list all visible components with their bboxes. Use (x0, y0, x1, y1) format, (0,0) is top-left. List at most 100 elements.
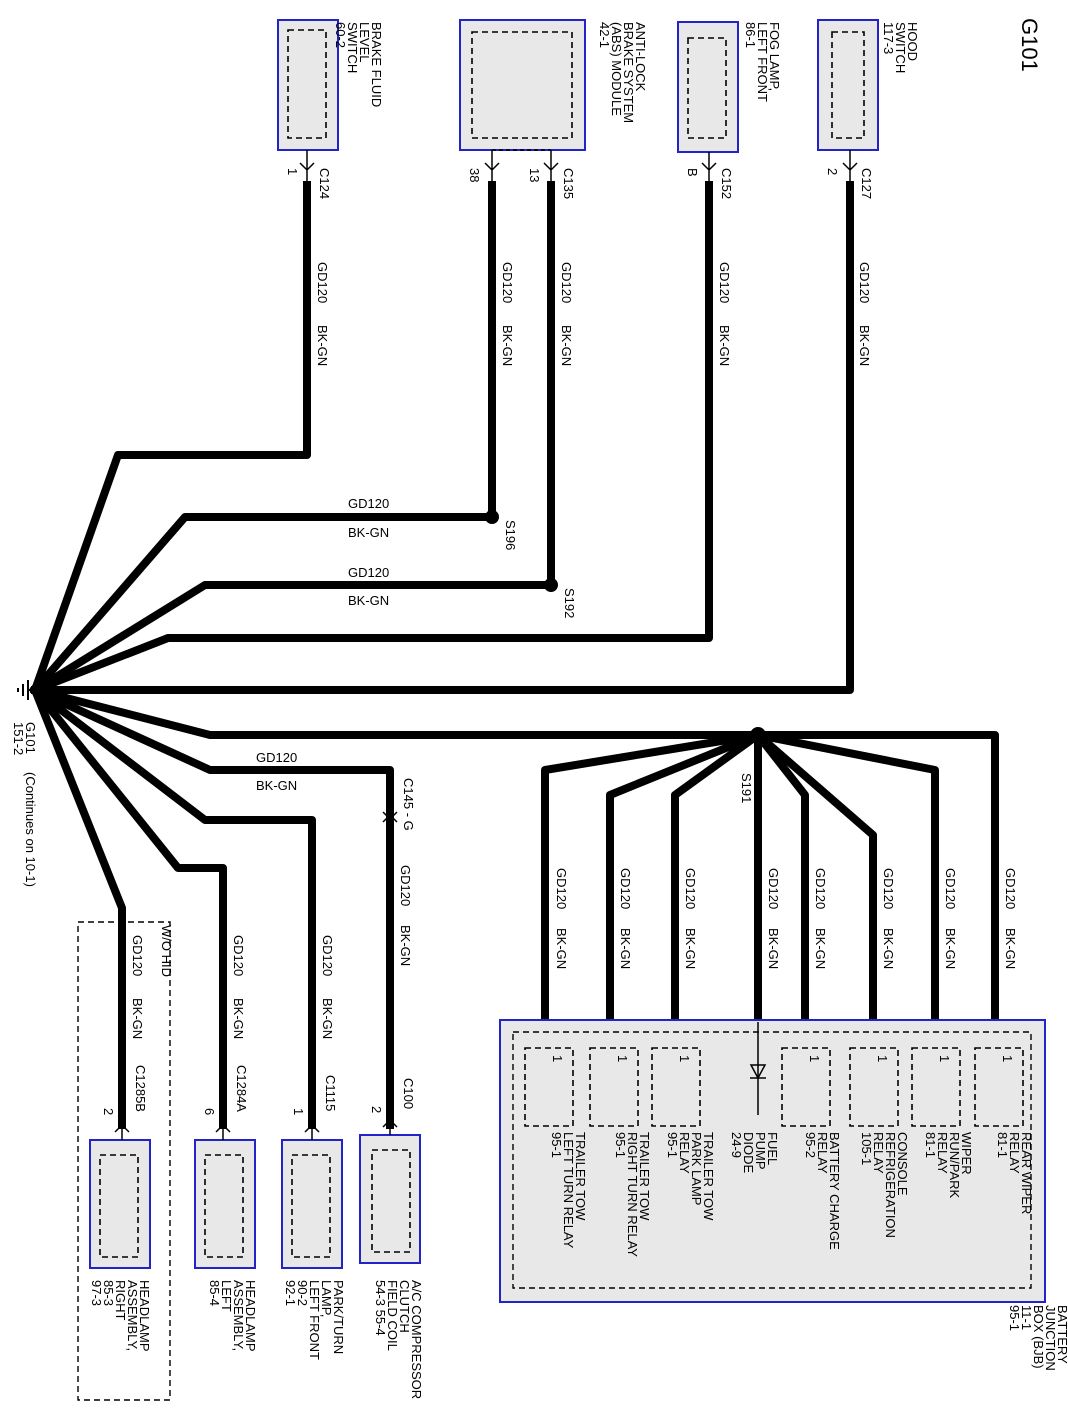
svg-text:95-1: 95-1 (613, 1132, 628, 1158)
bjb-wire-code-4: GD120 (766, 868, 781, 909)
svg-text:PUMP: PUMP (753, 1132, 768, 1170)
bjb-wire-color-7: BK-GN (943, 928, 958, 969)
bjb-wire-color-1: BK-GN (554, 928, 569, 969)
bjb-label-8: REAR WIPER RELAY 81-1 (995, 1132, 1034, 1214)
wire-bjb-6 (752, 729, 877, 1026)
bjb-pin-1: 1 (550, 1055, 565, 1062)
svg-text:BOX (BJB): BOX (BJB) (1031, 1305, 1046, 1369)
wire-label-color-2: BK-GN (500, 325, 515, 366)
bjb-wire-color-2: BK-GN (618, 928, 633, 969)
bjb-pin-2: 1 (615, 1055, 630, 1062)
ground-symbol (17, 680, 35, 700)
park-turn-lamp-box (281, 1139, 343, 1269)
ground-ref: 151-2 (11, 722, 26, 755)
wire-bjb-7 (753, 730, 939, 1026)
svg-text:95-1: 95-1 (549, 1132, 564, 1158)
svg-text:REFRIGERATION: REFRIGERATION (883, 1132, 898, 1238)
svg-text:JUNCTION: JUNCTION (1043, 1305, 1058, 1371)
connector-c1285b: C1285B (133, 1065, 148, 1112)
svg-text:117-3: 117-3 (881, 22, 896, 54)
label-brake-fluid: BRAKE FLUID LEVEL SWITCH 60-2 (333, 22, 384, 107)
wire-label-s196-code: GD120 (348, 496, 389, 511)
pin-c127: 2 (825, 168, 840, 175)
svg-text:(ABS) MODULE: (ABS) MODULE (609, 22, 624, 116)
wire-s191-trunk (30, 685, 762, 739)
labels: G101 BRAKE FLUID LEVEL SWITCH 60-2 ANTI-… (11, 18, 1068, 1399)
bjb-label-3: TRAILER TOW PARK LAMP RELAY 95-1 (665, 1132, 716, 1221)
fuel-pump-diode-icon (749, 1022, 767, 1115)
connector-c100: C100 (401, 1078, 416, 1109)
ground-note: (Continues on 10-1) (23, 772, 38, 887)
bjb-label-6: CONSOLE REFRIGERATION RELAY 105-1 (859, 1132, 910, 1238)
wires (29, 181, 999, 1129)
wire-label-code-1: GD120 (315, 262, 330, 303)
wire-bjb-1 (541, 730, 763, 1026)
bjb-relay-6 (849, 1047, 899, 1127)
svg-text:11-1: 11-1 (1019, 1305, 1034, 1330)
svg-text:86-1: 86-1 (743, 22, 758, 48)
wire-label-color-4: BK-GN (717, 325, 732, 366)
svg-text:FUEL: FUEL (765, 1132, 780, 1165)
svg-text:LAMP,: LAMP, (319, 1280, 334, 1317)
svg-text:RELAY: RELAY (871, 1132, 886, 1174)
svg-text:54-3 55-4: 54-3 55-4 (373, 1280, 388, 1336)
svg-text:LEFT FRONT: LEFT FRONT (307, 1280, 322, 1360)
wire-label-code-b2: GD120 (231, 935, 246, 976)
svg-text:SWITCH: SWITCH (893, 22, 908, 73)
top-components (277, 19, 879, 185)
splice-s191-dot (750, 727, 766, 743)
wire-label-color-3: BK-GN (559, 325, 574, 366)
svg-text:LEFT FRONT: LEFT FRONT (755, 22, 770, 102)
battery-junction-box (499, 1019, 1046, 1303)
bjb-wire-code-1: GD120 (554, 868, 569, 909)
svg-text:105-1: 105-1 (859, 1132, 874, 1165)
svg-text:FIELD COIL: FIELD COIL (385, 1280, 400, 1351)
wo-hid-option-box (77, 921, 171, 1401)
wire-label-color-1: BK-GN (315, 325, 330, 366)
label-headlamp-right: HEADLAMP ASSEMBLY, RIGHT 85-3 97-3 (89, 1280, 152, 1352)
wire-label-s192-code: GD120 (348, 565, 389, 580)
svg-text:97-3: 97-3 (89, 1280, 104, 1306)
wire-abs-38 (29, 181, 496, 696)
wire-label-s196-color: BK-GN (348, 525, 389, 540)
wire-label-code-2: GD120 (500, 262, 515, 303)
wire-label-code-b1: GD120 (130, 935, 145, 976)
label-fog-lamp: FOG LAMP, LEFT FRONT 86-1 (743, 22, 782, 102)
diagram-title: G101 (1017, 18, 1042, 72)
headlamp-right-box (89, 1139, 151, 1269)
splice-s196-label: S196 (503, 520, 518, 550)
hood-switch-box (817, 19, 879, 151)
ground-id: G101 (23, 722, 38, 754)
bjb-label-4: FUEL PUMP DIODE 24-9 (729, 1132, 780, 1174)
svg-text:24-9: 24-9 (729, 1132, 744, 1158)
svg-text:RUN/PARK: RUN/PARK (947, 1132, 962, 1199)
svg-text:TRAILER TOW: TRAILER TOW (573, 1132, 588, 1221)
bjb-wire-code-2: GD120 (618, 868, 633, 909)
pin-c135-38: 38 (467, 168, 482, 182)
svg-text:RIGHT TURN RELAY: RIGHT TURN RELAY (625, 1132, 640, 1257)
svg-text:RELAY: RELAY (1007, 1132, 1022, 1174)
wire-bjb-8 (754, 731, 999, 1026)
bjb-wire-code-5: GD120 (813, 868, 828, 909)
bjb-label-1: TRAILER TOW LEFT TURN RELAY 95-1 (549, 1132, 588, 1249)
brake-fluid-switch-box (277, 19, 339, 151)
wire-bjb-3 (671, 729, 764, 1026)
bjb-pin-3: 1 (677, 1055, 692, 1062)
bjb-wire-code-6: GD120 (881, 868, 896, 909)
wire-ac-compressor (29, 684, 394, 1129)
svg-text:HEADLAMP: HEADLAMP (137, 1280, 152, 1352)
wire-headlamp-left (29, 684, 227, 1129)
splice-s192-label: S192 (562, 588, 577, 618)
option-box-label: W/O HID (159, 925, 174, 977)
wire-abs-13 (29, 181, 555, 696)
svg-text:92-1: 92-1 (283, 1280, 298, 1306)
svg-text:60-2: 60-2 (333, 22, 348, 48)
headlamp-left-box (194, 1139, 256, 1269)
svg-text:TRAILER TOW: TRAILER TOW (701, 1132, 716, 1221)
svg-text:42-1: 42-1 (597, 22, 612, 48)
connector-c127: C127 (859, 168, 874, 199)
wire-bjb-5 (752, 729, 809, 1026)
svg-text:95-1: 95-1 (1007, 1305, 1022, 1331)
svg-text:HOOD: HOOD (905, 22, 920, 61)
bjb-label-5: BATTERY CHARGE RELAY 95-2 (803, 1132, 842, 1250)
